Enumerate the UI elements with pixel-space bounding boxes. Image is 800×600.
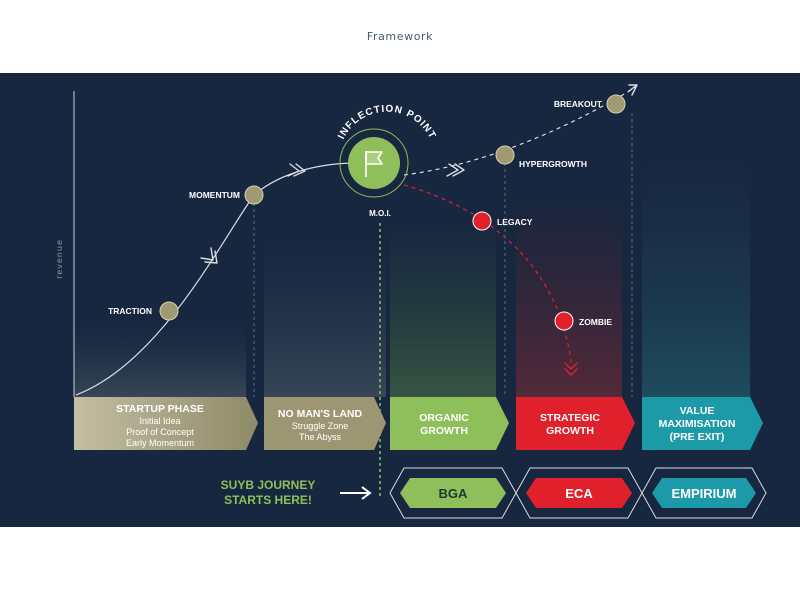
svg-text:HYPERGROWTH: HYPERGROWTH: [519, 159, 587, 169]
column-strategic: [516, 193, 622, 397]
journey-note: SUYB JOURNEY STARTS HERE!: [221, 478, 372, 507]
milestone-traction: TRACTION: [108, 301, 179, 321]
programme-bga[interactable]: BGA: [389, 467, 517, 519]
svg-text:Initial Idea: Initial Idea: [139, 416, 180, 426]
chevron-up-icon: [200, 247, 218, 264]
chevron-down-icon: [564, 362, 578, 376]
arrow-up-right-icon: [628, 84, 638, 96]
column-no-mans-land: [264, 243, 386, 397]
svg-text:TRACTION: TRACTION: [108, 306, 152, 316]
phase-organic-growth: ORGANIC GROWTH: [390, 397, 509, 450]
svg-text:BREAKOUT: BREAKOUT: [554, 99, 603, 109]
svg-text:BGA: BGA: [439, 486, 469, 501]
programme-eca[interactable]: ECA: [515, 467, 643, 519]
milestone-momentum: MOMENTUM: [189, 185, 264, 205]
growth-curve: [75, 162, 375, 396]
framework-diagram: revenue TRACTION MOMENTUM INFLECTION POI…: [0, 73, 800, 527]
column-organic: [390, 223, 496, 397]
svg-text:ECA: ECA: [565, 486, 593, 501]
arrow-marks: [200, 84, 638, 376]
svg-text:LEGACY: LEGACY: [497, 217, 533, 227]
flag-icon: [365, 151, 383, 177]
phase-no-mans-land: NO MAN'S LAND Struggle Zone The Abyss: [264, 397, 386, 450]
page-title: Framework: [366, 30, 434, 43]
svg-text:STARTS HERE!: STARTS HERE!: [224, 493, 312, 507]
column-value: [642, 163, 750, 397]
svg-text:ORGANIC: ORGANIC: [419, 412, 469, 424]
svg-text:EMPIRIUM: EMPIRIUM: [672, 486, 737, 501]
svg-text:STRATEGIC: STRATEGIC: [540, 412, 600, 424]
svg-text:Proof of Concept: Proof of Concept: [126, 427, 194, 437]
milestone-hypergrowth: HYPERGROWTH: [495, 145, 587, 169]
svg-text:VALUE: VALUE: [680, 405, 715, 417]
chevron-right-icon: [287, 163, 306, 177]
arrow-right-icon: [340, 486, 372, 500]
svg-text:MAXIMISATION: MAXIMISATION: [659, 418, 736, 430]
framework-svg: revenue TRACTION MOMENTUM INFLECTION POI…: [55, 84, 767, 519]
programme-empirium[interactable]: EMPIRIUM: [641, 467, 767, 519]
svg-text:SUYB JOURNEY: SUYB JOURNEY: [221, 478, 316, 492]
y-axis-label: revenue: [55, 239, 64, 279]
phase-strategic-growth: STRATEGIC GROWTH: [516, 397, 635, 450]
svg-text:(PRE EXIT): (PRE EXIT): [670, 431, 725, 443]
svg-text:MOMENTUM: MOMENTUM: [189, 190, 240, 200]
milestone-zombie: ZOMBIE: [554, 311, 612, 331]
svg-text:GROWTH: GROWTH: [546, 425, 594, 437]
phase-value-maximisation: VALUE MAXIMISATION (PRE EXIT): [642, 397, 763, 450]
phase-startup: STARTUP PHASE Initial Idea Proof of Conc…: [74, 397, 258, 450]
svg-text:Struggle Zone: Struggle Zone: [292, 421, 349, 431]
moi-label: M.O.I.: [369, 209, 391, 218]
inflection-point-label: INFLECTION POINT: [336, 104, 438, 142]
svg-text:NO MAN'S LAND: NO MAN'S LAND: [278, 408, 363, 420]
milestone-breakout: BREAKOUT: [554, 94, 626, 114]
svg-text:STARTUP PHASE: STARTUP PHASE: [116, 403, 204, 415]
column-startup: [74, 323, 246, 397]
inflection-point: INFLECTION POINT M.O.I.: [336, 104, 438, 218]
svg-text:GROWTH: GROWTH: [420, 425, 468, 437]
chevron-right-icon: [446, 163, 465, 177]
svg-text:ZOMBIE: ZOMBIE: [579, 317, 612, 327]
svg-text:The Abyss: The Abyss: [299, 432, 342, 442]
milestone-legacy: LEGACY: [472, 211, 533, 231]
svg-text:Early Momentum: Early Momentum: [126, 438, 194, 448]
